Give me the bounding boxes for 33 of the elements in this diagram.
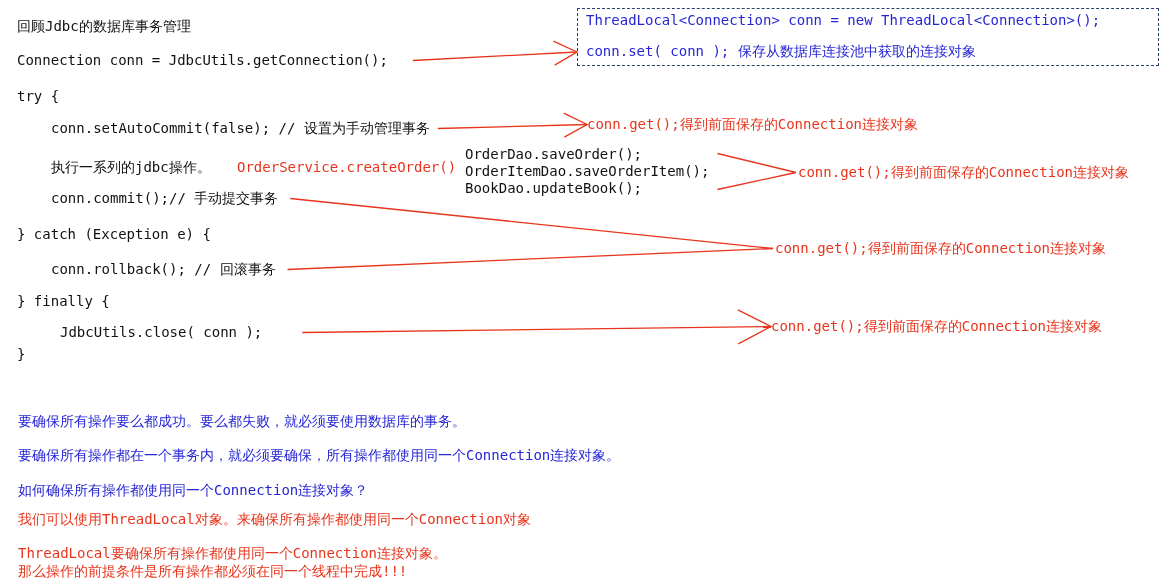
- code-line: JdbcUtils.close( conn );: [60, 324, 263, 341]
- code-line: BookDao.updateBook();: [465, 180, 643, 197]
- annotation-text: conn.get();得到前面保存的Connection连接对象: [771, 318, 1102, 335]
- code-line: OrderItemDao.saveOrderItem();: [465, 163, 710, 180]
- page-title: 回顾Jdbc的数据库事务管理: [17, 18, 191, 35]
- note-text: 要确保所有操作都在一个事务内，就必须要确保，所有操作都使用同一个Connection连接对象。: [18, 447, 621, 464]
- code-annotation: conn.set( conn ); 保存从数据库连接池中获取的连接对象: [586, 43, 977, 60]
- note-text: 那么操作的前提条件是所有操作都必须在同一个线程中完成!!!: [18, 563, 408, 580]
- arrow: [437, 112, 588, 138]
- note-text: 我们可以使用ThreadLocal对象。来确保所有操作都使用同一个Connection对象: [18, 511, 531, 528]
- code-line: OrderDao.saveOrder();: [465, 146, 643, 163]
- annotation-text: conn.get();得到前面保存的Connection连接对象: [775, 240, 1106, 257]
- code-comment: 执行一系列的jdbc操作。: [51, 159, 211, 176]
- code-line: try {: [17, 88, 60, 105]
- code-line: conn.commit();// 手动提交事务: [51, 190, 279, 207]
- note-text: 要确保所有操作要么都成功。要么都失败，就必须要使用数据库的事务。: [18, 413, 466, 430]
- dashed-box: [577, 8, 1159, 66]
- code-line: conn.setAutoCommit(false); // 设置为手动管理事务: [51, 120, 430, 137]
- arrow: [301, 309, 772, 345]
- code-line: }: [17, 346, 26, 363]
- arrow: [412, 40, 578, 66]
- note-text: ThreadLocal要确保所有操作都使用同一个Connection连接对象。: [18, 545, 447, 562]
- connector-line: [286, 247, 774, 271]
- code-annotation: ThreadLocal<Connection> conn = new ThreadLocal<Connection>();: [586, 12, 1102, 29]
- code-line: } catch (Exception e) {: [17, 226, 211, 243]
- annotation-text: conn.get();得到前面保存的Connection连接对象: [798, 164, 1129, 181]
- code-line: conn.rollback(); // 回滚事务: [51, 261, 276, 278]
- wedge-lines: [716, 152, 797, 191]
- code-line: Connection conn = JdbcUtils.getConnection();: [17, 52, 388, 69]
- code-line: } finally {: [17, 293, 110, 310]
- code-line: OrderService.createOrder(): [237, 159, 457, 176]
- note-text: 如何确保所有操作都使用同一个Connection连接对象？: [18, 482, 369, 499]
- annotation-text: conn.get();得到前面保存的Connection连接对象: [587, 116, 918, 133]
